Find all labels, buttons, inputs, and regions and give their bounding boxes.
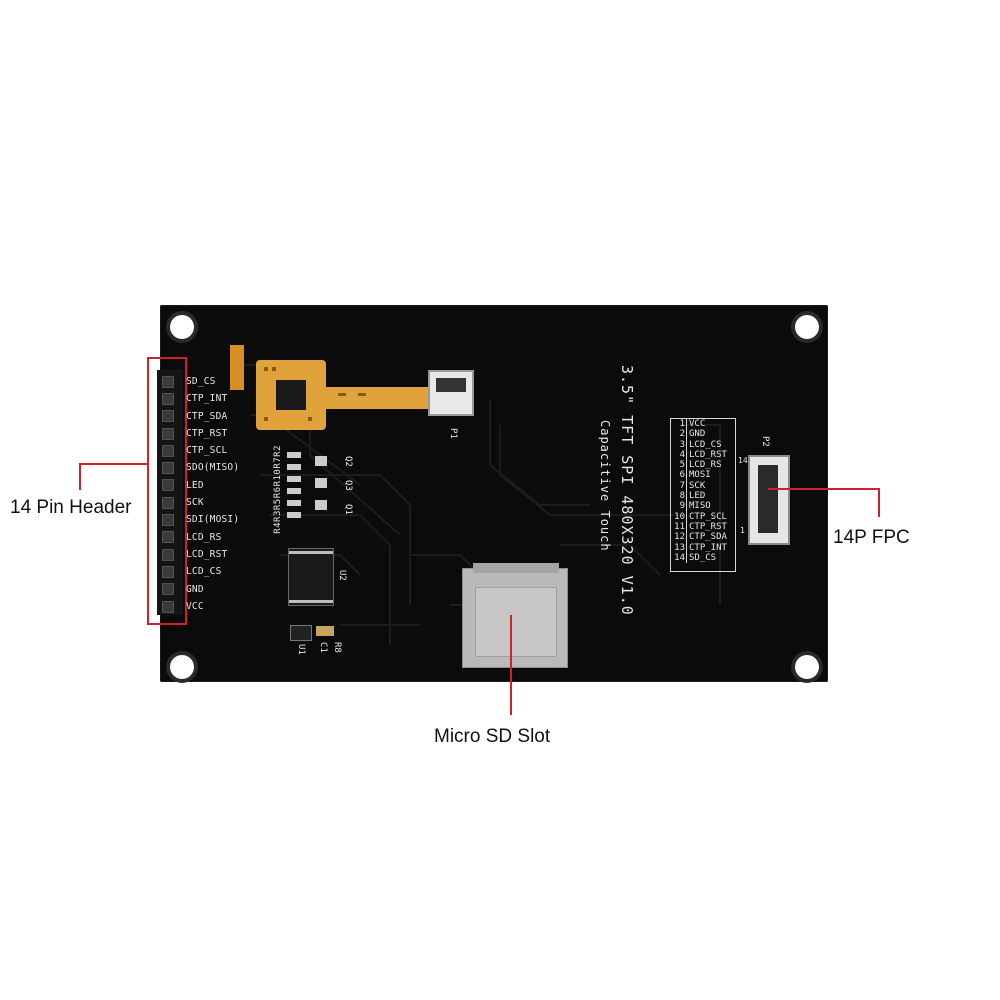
p2-fpc-connector [748,455,790,545]
pin-label: CTP_INT [186,393,228,405]
pin-label: LCD_RS [186,531,222,543]
pin-header-callout: 14 Pin Header [10,497,132,518]
c1-label: C1 [318,642,328,653]
header-pin [162,410,174,423]
r8-label: R8 [332,642,342,653]
mounting-hole [170,315,194,339]
pin-header-labels: SD_CS CTP_INT CTP_SDA CTP_RST CTP_SCL SD… [186,373,239,615]
mounting-hole [795,655,819,679]
pin-label: SCK [186,497,204,509]
q1-label: Q1 [343,504,353,515]
u2-chip [288,548,334,606]
board-subtitle: Capacitive Touch [598,420,612,552]
header-pin [162,427,174,440]
mounting-hole [795,315,819,339]
header-pin [162,514,174,527]
header-pin [162,496,174,509]
header-pin [162,479,174,492]
pin-label: SD_CS [186,376,216,387]
pin-label: GND [186,583,204,595]
pin-label: CTP_SDA [186,410,228,422]
c1-capacitor [316,626,334,636]
header-pin [162,600,174,613]
q3-label: Q3 [343,480,353,491]
mounting-hole [170,655,194,679]
pin-header-pins [160,373,174,615]
pin-header-highlight-box [147,357,187,625]
pin-label: SDI(MOSI) [186,514,240,526]
pin-label: LCD_CS [186,566,222,578]
p2-label: P2 [760,436,770,447]
pin-label: SDO(MISO) [186,462,240,474]
header-pin [162,375,174,388]
p1-label: P1 [448,428,458,439]
u1-label: U1 [296,644,306,655]
fpc-pin-14-mark: 14 [738,456,748,465]
header-pin [162,583,174,596]
smd-components [287,452,327,518]
p1-connector [428,370,474,416]
header-pin [162,444,174,457]
board-title: 3.5" TFT SPI 480X320 V1.0 [618,365,636,616]
fpc-pin-1-mark: 1 [740,526,745,535]
pin-label: LED [186,479,204,491]
header-pin [162,531,174,544]
pin-label: VCC [186,600,204,612]
micro-sd-slot [462,563,568,668]
pin-label: LCD_RST [186,548,228,560]
u2-label: U2 [337,570,347,581]
q2-label: Q2 [343,456,353,467]
pin-label: CTP_RST [186,427,228,439]
header-pin [162,548,174,561]
header-pin [162,565,174,578]
header-pin [162,392,174,405]
header-pin [162,462,174,475]
fpc-callout: 14P FPC [833,527,910,548]
u1-chip [290,625,312,641]
pin-label: CTP_SCL [186,445,228,457]
touch-flex-cable [230,345,436,430]
sd-slot-callout: Micro SD Slot [434,726,551,747]
